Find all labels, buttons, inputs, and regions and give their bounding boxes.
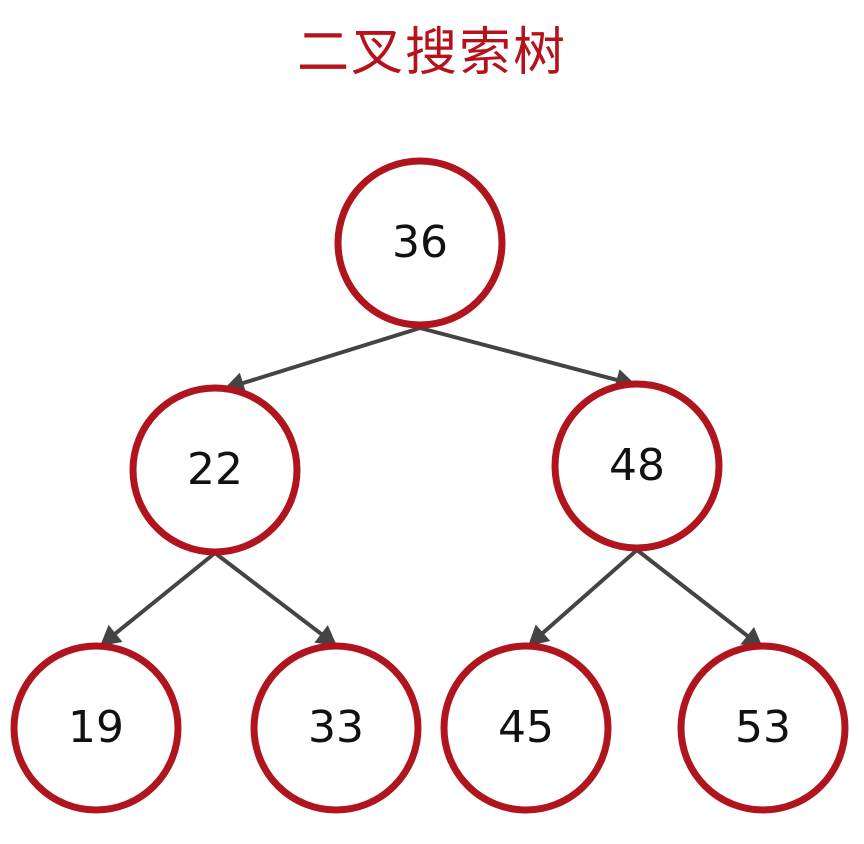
arrowhead-icon [528,624,551,646]
tree-node-22: 22 [129,384,301,556]
tree-node-19: 19 [10,642,182,814]
node-circle [677,642,849,814]
edge-line [112,551,217,637]
diagram-title: 二叉搜索树 [296,23,567,83]
tree-node-33: 33 [250,642,422,814]
node-label: 45 [498,702,554,753]
node-circle [250,642,422,814]
node-label: 36 [392,217,448,268]
node-circle [334,157,506,329]
node-label: 48 [609,440,665,491]
tree-node-45: 45 [440,642,612,814]
arrowhead-icon [100,624,123,646]
edge-line [240,326,421,386]
node-label: 19 [68,702,124,753]
edge-line [540,548,639,636]
node-circle [551,380,723,552]
edge-36-to-48 [419,326,636,391]
tree-node-48: 48 [551,380,723,552]
tree-node-36: 36 [334,157,506,329]
edge-36-to-22 [224,326,421,394]
tree-node-53: 53 [677,642,849,814]
edge-22-to-33 [213,551,337,646]
edge-22-to-19 [100,551,217,646]
edge-48-to-53 [635,548,763,648]
node-circle [10,642,182,814]
edges-layer [100,326,763,648]
node-circle [129,384,301,556]
nodes-layer: 36 22 48 19 33 45 53 [10,157,849,814]
node-label: 33 [308,702,364,753]
edge-48-to-45 [528,548,639,646]
edge-line [213,551,324,637]
arrowhead-icon [314,625,337,646]
edge-line [635,548,751,639]
node-label: 22 [187,444,243,495]
edge-line [419,326,620,383]
node-circle [440,642,612,814]
node-label: 53 [735,702,791,753]
